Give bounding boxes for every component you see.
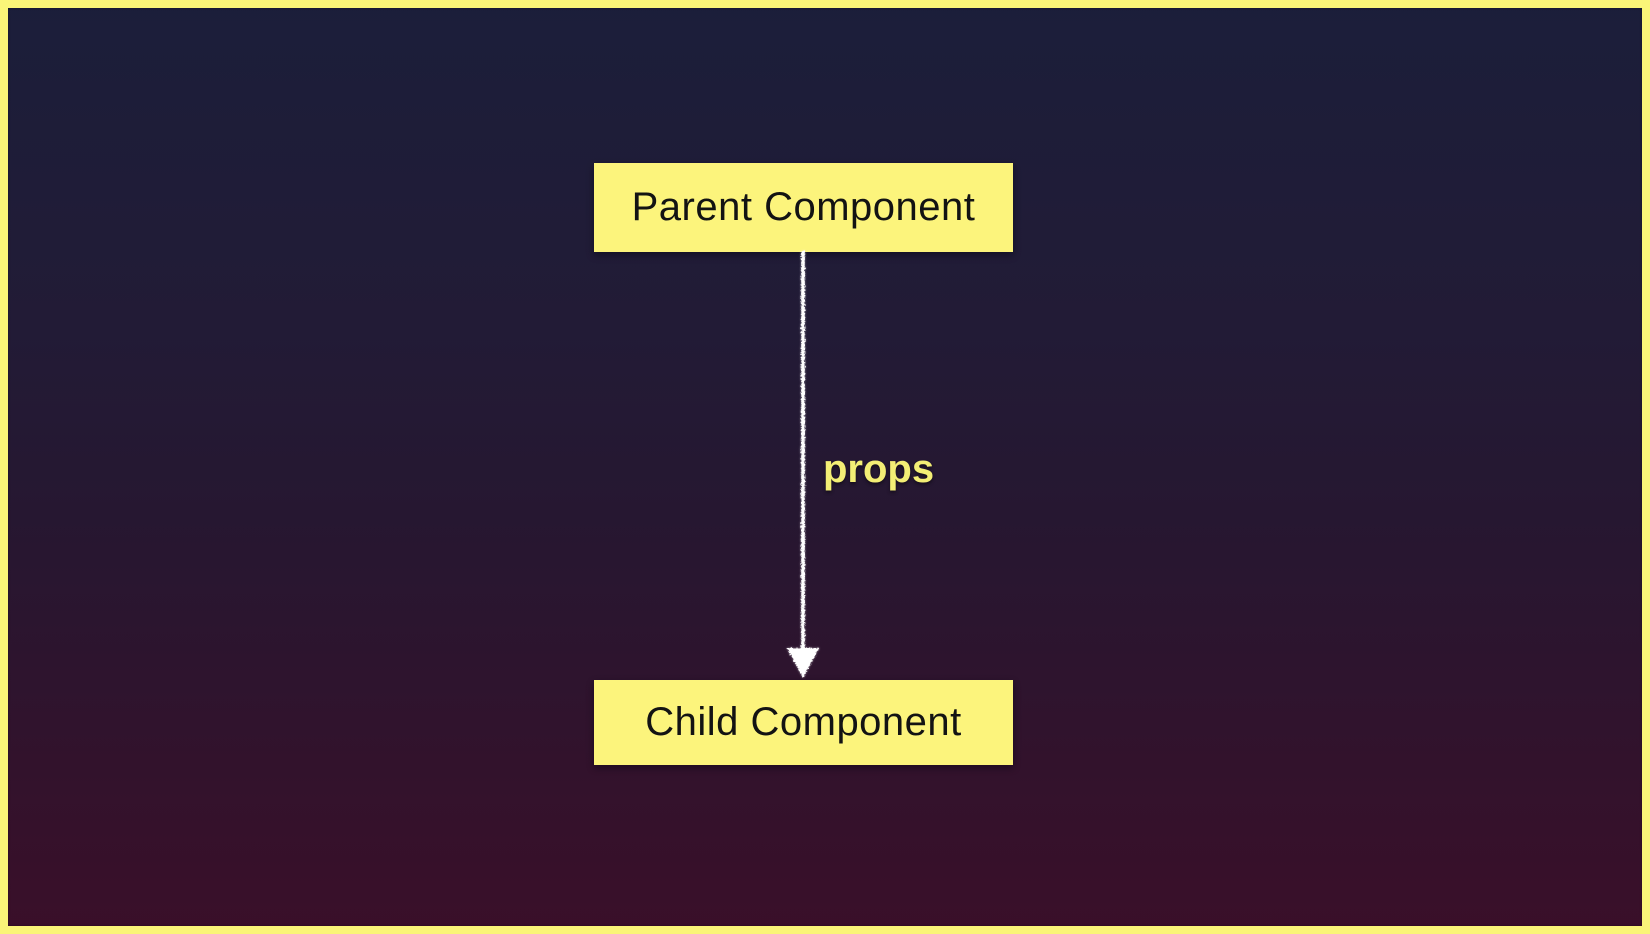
node-parent-label: Parent Component (631, 185, 976, 229)
props-arrow (787, 250, 819, 678)
node-child-label: Child Component (645, 700, 962, 744)
arrowhead-down-icon (787, 648, 819, 678)
node-parent-component: Parent Component (594, 163, 1013, 252)
node-child-component: Child Component (594, 680, 1013, 765)
edge-label-props: props (823, 447, 935, 491)
